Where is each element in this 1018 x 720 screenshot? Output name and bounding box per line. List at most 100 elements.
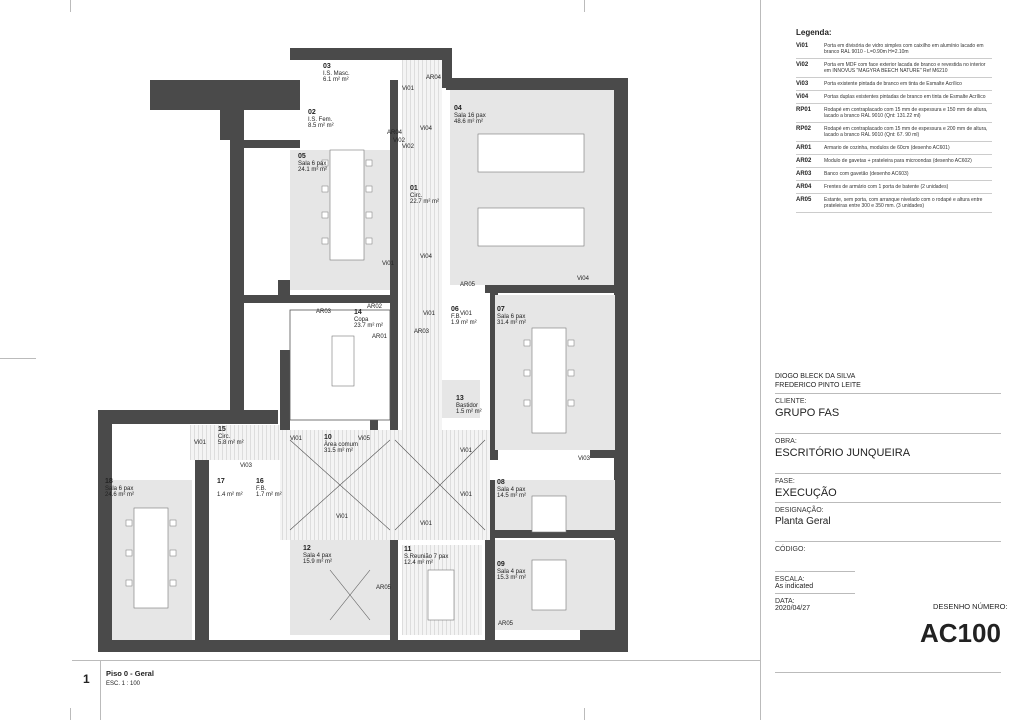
svg-text:Vi01: Vi01: [290, 436, 303, 442]
legend-code: RP02: [796, 126, 812, 132]
sheet-number: 1: [83, 672, 90, 686]
svg-text:AR05: AR05: [460, 282, 476, 288]
author-2: FREDERICO PINTO LEITE: [775, 382, 861, 389]
divider: [775, 593, 855, 594]
svg-text:Vi04: Vi04: [420, 126, 433, 132]
svg-text:Sala 16 pax: Sala 16 pax: [454, 113, 486, 119]
svg-text:Vi03: Vi03: [240, 463, 253, 469]
svg-text:17: 17: [217, 478, 225, 485]
client-label: CLIENTE:: [775, 398, 807, 405]
svg-text:Sala 4 pax: Sala 4 pax: [303, 553, 331, 559]
author-1: DIOGO BLECK DA SILVA: [775, 373, 856, 380]
svg-text:18: 18: [105, 478, 113, 485]
chairs: [125, 159, 575, 587]
svg-text:06: 06: [451, 306, 459, 313]
svg-text:Vi01: Vi01: [402, 86, 415, 92]
svg-text:01: 01: [410, 185, 418, 192]
svg-text:Vi02: Vi02: [393, 138, 406, 144]
divider: [775, 541, 1001, 542]
svg-text:Àrea comum: Àrea comum: [324, 441, 358, 448]
scale-value: As indicated: [775, 583, 814, 590]
svg-text:Vi05: Vi05: [358, 436, 371, 442]
legend-desc: Frentes de armário com 1 porta de batent…: [824, 184, 949, 190]
legend-code: RP01: [796, 107, 812, 113]
legend-desc: Porta existente pintada de branco em tin…: [824, 81, 962, 87]
svg-text:Vi01: Vi01: [194, 440, 207, 446]
svg-text:24.6 m² m²: 24.6 m² m²: [105, 492, 134, 498]
legend-desc: Porta em divisória de vidro simples com …: [824, 43, 984, 55]
svg-text:03: 03: [323, 63, 331, 70]
frame-tick: [70, 708, 71, 720]
svg-text:AR01: AR01: [372, 334, 388, 340]
svg-text:Vi04: Vi04: [420, 254, 433, 260]
common-area-diagonals: [289, 439, 486, 621]
divider: [775, 433, 1001, 434]
svg-text:14: 14: [354, 309, 362, 316]
svg-text:Vi01: Vi01: [460, 492, 473, 498]
svg-text:Vi01: Vi01: [460, 311, 473, 317]
legend-code: Vi02: [796, 62, 809, 68]
svg-text:31.5 m² m²: 31.5 m² m²: [324, 448, 353, 454]
drawing-number-label: DESENHO NÚMERO:: [933, 602, 1008, 611]
svg-text:07: 07: [497, 306, 505, 313]
svg-text:Vi03: Vi03: [578, 456, 591, 462]
svg-text:16: 16: [256, 478, 264, 485]
legend-code: AR03: [796, 171, 812, 177]
svg-text:02: 02: [308, 109, 316, 116]
svg-text:09: 09: [497, 561, 505, 568]
svg-text:Sala 4 pax: Sala 4 pax: [497, 487, 525, 493]
svg-text:15: 15: [218, 426, 226, 433]
drawing-number: AC100: [920, 618, 1001, 648]
svg-text:AR03: AR03: [316, 309, 332, 315]
svg-text:I.S. Masc.: I.S. Masc.: [323, 71, 350, 77]
svg-text:Vi01: Vi01: [460, 448, 473, 454]
legend-desc: Armario de cozinha, modulos de 60cm (des…: [824, 145, 950, 151]
svg-text:13: 13: [456, 395, 464, 402]
divider: [775, 571, 855, 572]
svg-text:48.6 m² m²: 48.6 m² m²: [454, 119, 483, 125]
walls: [98, 48, 628, 652]
designation-value: Planta Geral: [775, 516, 831, 527]
tables: [133, 133, 585, 621]
svg-text:Vi04: Vi04: [577, 276, 590, 282]
svg-text:12: 12: [303, 545, 311, 552]
svg-text:1.4 m² m²: 1.4 m² m²: [217, 492, 243, 498]
svg-text:AR05: AR05: [376, 585, 392, 591]
legend-desc: Portas duplas existentes pintadas de bra…: [824, 94, 986, 100]
svg-text:I.S. Fem.: I.S. Fem.: [308, 117, 333, 123]
svg-text:15.3 m² m²: 15.3 m² m²: [497, 575, 526, 581]
legend-desc: Modulo de gavetas + prateleira para micr…: [824, 158, 972, 164]
svg-text:AR05: AR05: [498, 621, 514, 627]
frame-tick: [584, 0, 585, 12]
legend-code: Vi04: [796, 94, 809, 100]
date-label: DATA:: [775, 598, 795, 605]
svg-text:1.9 m² m²: 1.9 m² m²: [451, 320, 477, 326]
svg-text:31.4 m² m²: 31.4 m² m²: [497, 320, 526, 326]
phase-label: FASE:: [775, 478, 795, 485]
project-value: ESCRITÓRIO JUNQUEIRA: [775, 447, 911, 459]
sheet-scale: ESC. 1 : 100: [106, 681, 141, 687]
svg-text:Sala 6 pax: Sala 6 pax: [105, 486, 133, 492]
svg-text:23.7 m² m²: 23.7 m² m²: [354, 323, 383, 329]
room-labels: 01 Circ. 22.7 m² m² 02 I.S. Fem. 8.5 m² …: [105, 63, 526, 581]
titleblock-divider: [760, 0, 761, 720]
legend-desc: Rodapé em contraplacado com 15 mm de esp…: [824, 126, 988, 138]
svg-text:Circ.: Circ.: [410, 193, 423, 199]
title-block: DIOGO BLECK DA SILVA FREDERICO PINTO LEI…: [775, 372, 1001, 612]
frame-tick: [0, 358, 36, 359]
svg-text:04: 04: [454, 105, 462, 112]
titleblock-bottom-line: [775, 672, 1001, 673]
svg-text:12.4 m² m²: 12.4 m² m²: [404, 560, 433, 566]
svg-text:Circ.: Circ.: [218, 434, 231, 440]
svg-text:Sala 6 pax: Sala 6 pax: [497, 314, 525, 320]
legend-desc: Estante, sem porta, com arranque nivelad…: [824, 197, 983, 209]
svg-text:05: 05: [298, 153, 306, 160]
